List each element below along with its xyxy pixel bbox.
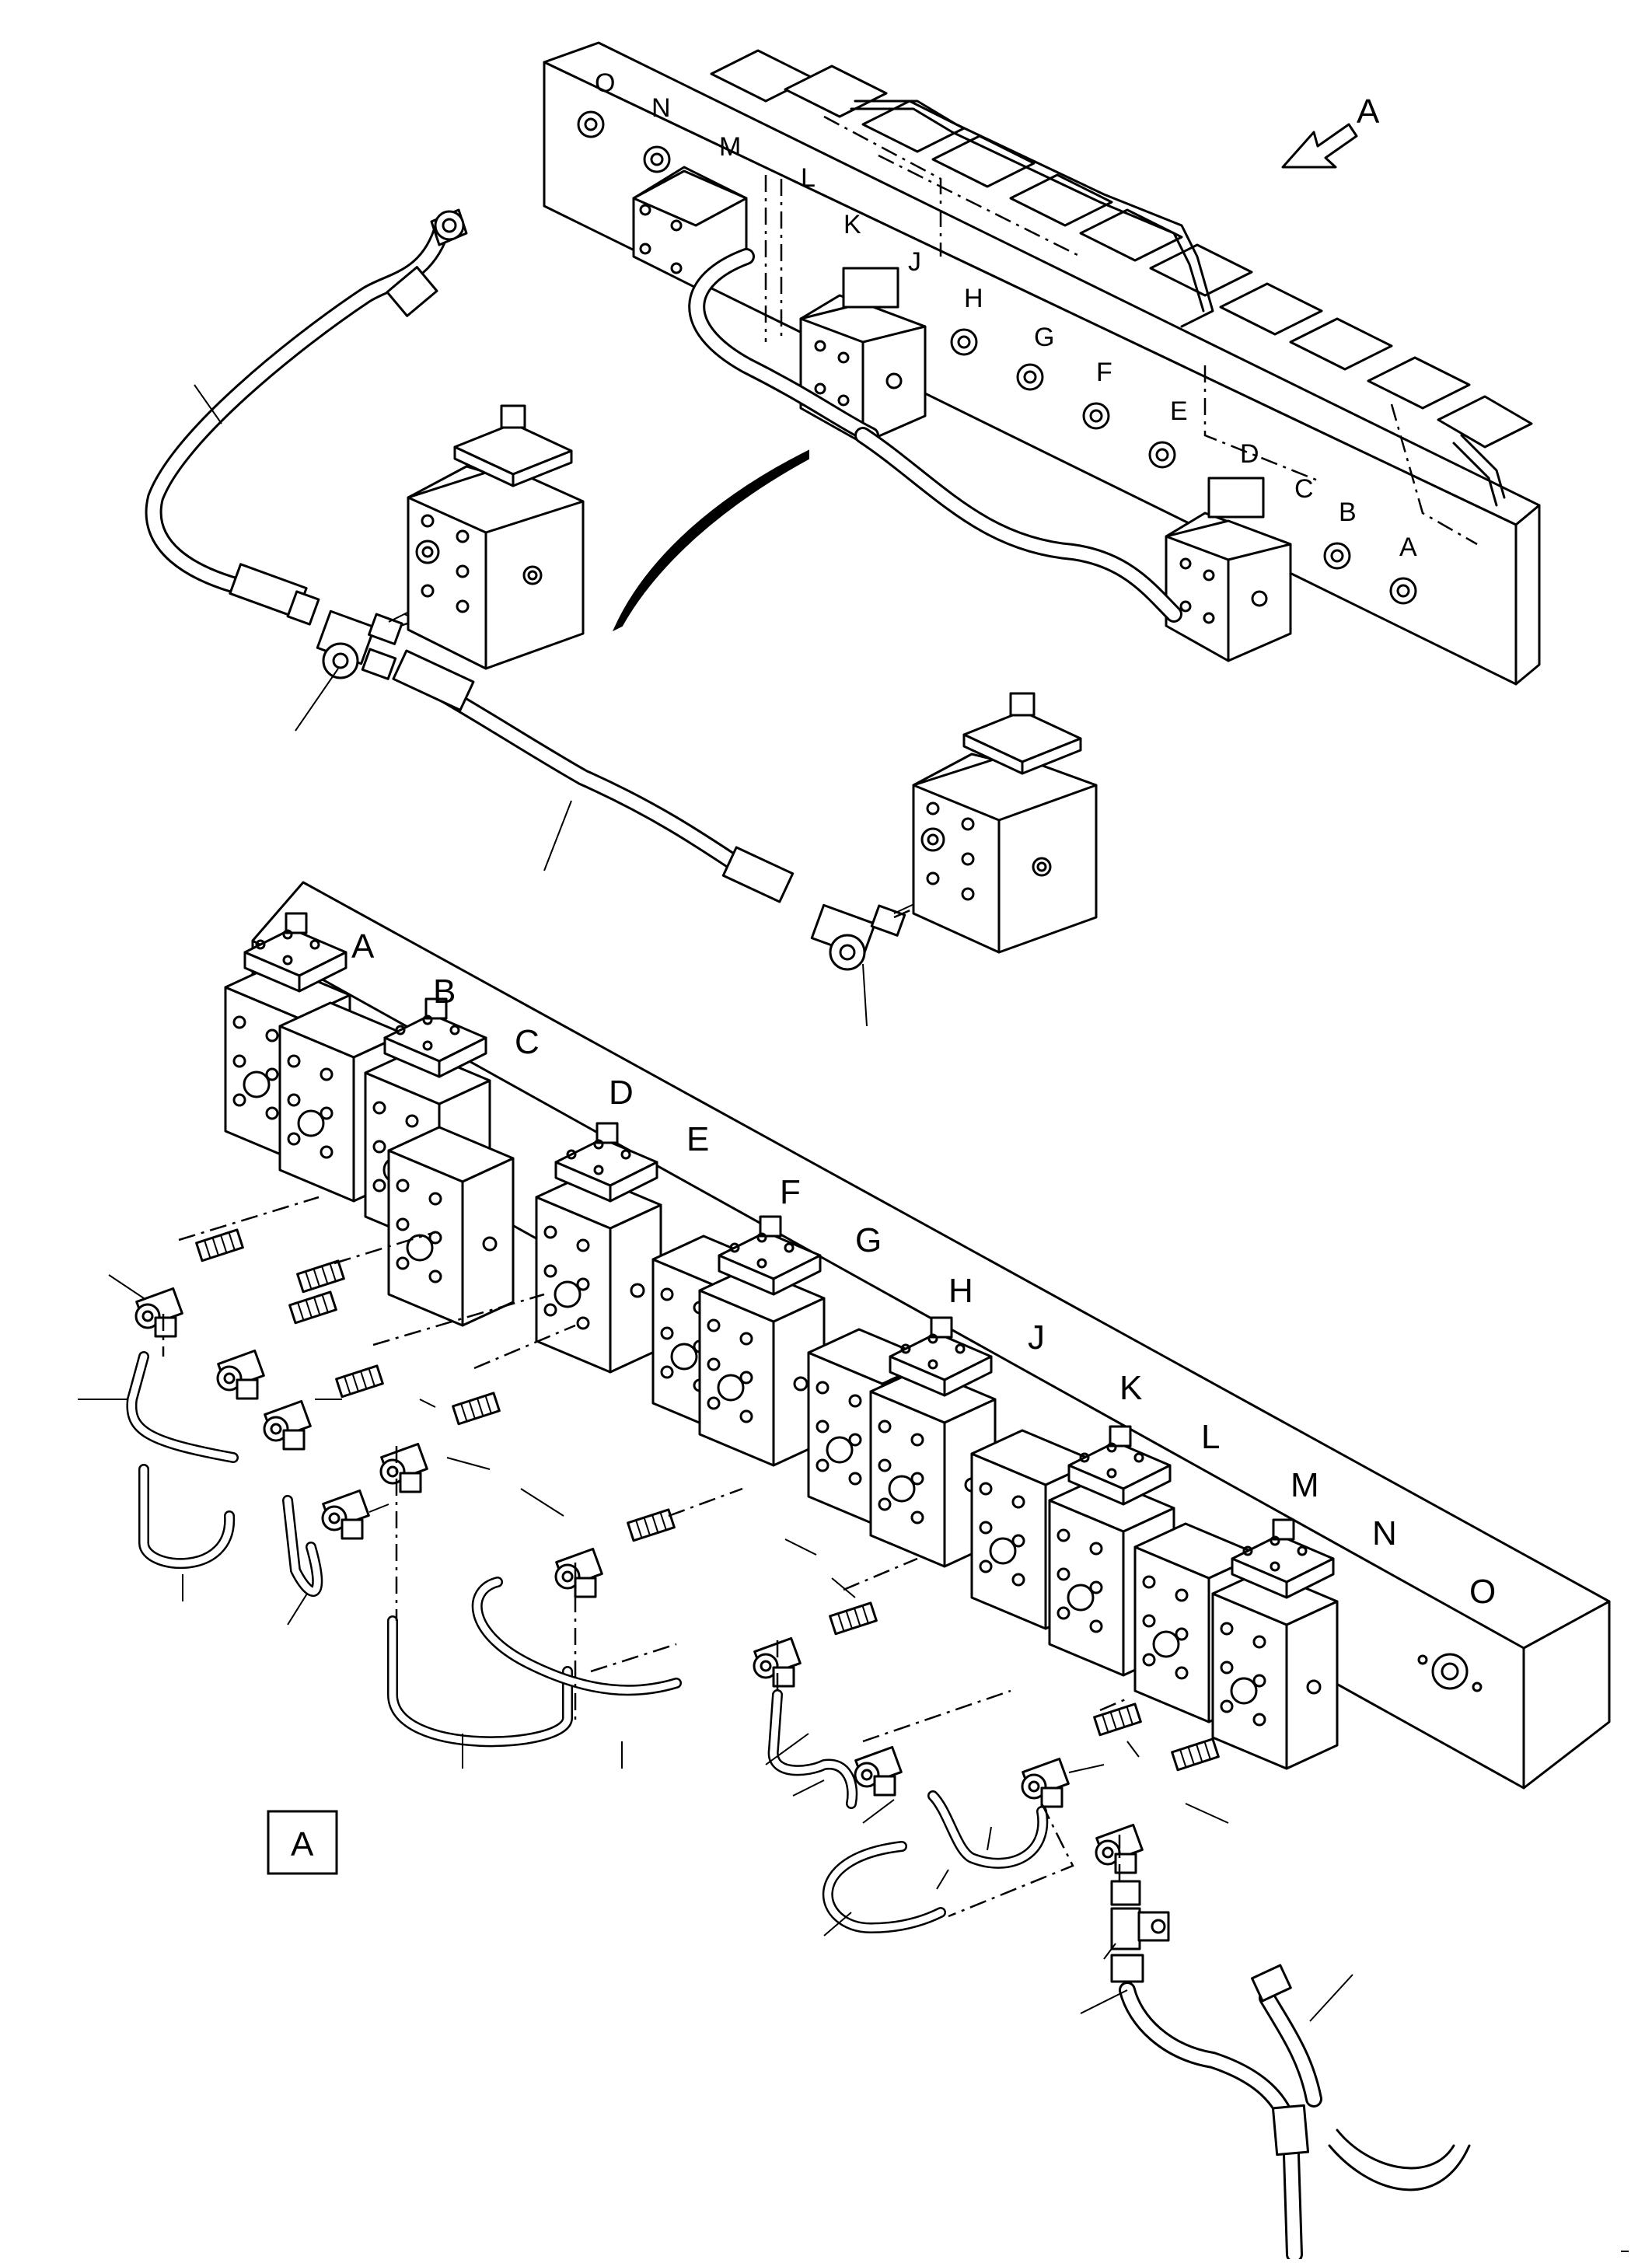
top-label-c: C <box>1294 474 1314 504</box>
detail-tee-fitting <box>263 1399 312 1451</box>
detail-nipple-fitting <box>288 1290 337 1325</box>
detail-label-d: D <box>609 1074 634 1112</box>
tube-1 <box>126 1351 239 1463</box>
tube-6 <box>767 1689 858 1809</box>
tube-8 <box>823 1841 946 1933</box>
top-label-a: A <box>1399 533 1417 562</box>
view-arrow-label: A <box>1357 93 1380 131</box>
top-label-k: K <box>843 210 861 239</box>
elbow-fitting <box>810 903 906 971</box>
detail-label-e: E <box>686 1120 709 1158</box>
detail-tee-fitting <box>216 1349 265 1400</box>
detail-nipple-fitting <box>1171 1737 1220 1772</box>
detail-nipple-fitting <box>452 1392 501 1426</box>
detail-label-a: A <box>351 927 375 966</box>
detail-label-k: K <box>1119 1369 1142 1407</box>
detail-label-l: L <box>1201 1418 1220 1456</box>
detail-label-g: G <box>855 1221 882 1259</box>
tube-5 <box>471 1577 682 1696</box>
top-valve-labels: O N M L K J H G F E D C B A <box>595 68 1417 562</box>
top-label-j: J <box>908 247 921 277</box>
top-label-m: M <box>719 132 741 162</box>
top-valve-blocks <box>710 49 1533 449</box>
top-label-e: E <box>1170 396 1188 426</box>
top-label-b: B <box>1339 498 1357 527</box>
detail-nipple-fitting <box>627 1508 676 1542</box>
explode-arrow-icon <box>612 449 809 632</box>
detail-valve-module <box>1211 1518 1339 1770</box>
top-manifold-front-face <box>543 61 1518 686</box>
detail-nipple-fitting <box>296 1259 345 1294</box>
detail-valve-module <box>387 1126 515 1327</box>
top-label-o: O <box>595 68 615 98</box>
detail-tee-fitting <box>854 1745 903 1797</box>
detail-reference-box: A <box>267 1810 338 1875</box>
hose-upper-end-fitting <box>229 208 468 626</box>
detail-valve-labels: A B C D E F G H J K L M N O <box>351 927 1496 1611</box>
top-block-d <box>1165 477 1292 662</box>
exploded-valve-block-2 <box>912 692 1098 954</box>
top-label-f: F <box>1096 358 1112 387</box>
tube-4 <box>387 1615 573 1748</box>
detail-piping <box>78 1196 1471 2263</box>
exploded-valve-block-1 <box>407 404 585 670</box>
detail-tee-fitting <box>379 1442 428 1493</box>
detail-label-h: H <box>948 1272 973 1310</box>
detail-tee-fitting <box>554 1547 603 1598</box>
detail-valve-bank <box>224 881 1611 1790</box>
detail-reference-label: A <box>291 1825 314 1863</box>
detail-label-c: C <box>515 1023 540 1061</box>
view-arrow-a: A <box>1281 93 1380 169</box>
top-label-l: L <box>801 163 816 193</box>
detail-fittings <box>134 1228 1220 1874</box>
detail-nipple-fitting <box>829 1601 878 1636</box>
tee-fitting <box>316 609 403 680</box>
detail-label-f: F <box>780 1173 801 1211</box>
top-valve-bank <box>543 41 1541 686</box>
detail-valve-module <box>535 1122 662 1374</box>
top-manifold-ports <box>577 110 1417 605</box>
detail-tee-fitting <box>1021 1757 1070 1808</box>
detail-label-m: M <box>1291 1466 1319 1504</box>
top-label-d: D <box>1240 439 1259 469</box>
detail-label-o: O <box>1469 1573 1496 1611</box>
top-label-g: G <box>1034 323 1054 352</box>
top-label-h: H <box>964 284 983 313</box>
detail-nipple-fitting <box>335 1364 384 1399</box>
detail-label-j: J <box>1028 1318 1045 1357</box>
detail-label-n: N <box>1372 1514 1397 1552</box>
detail-tee-fitting <box>134 1287 183 1338</box>
detail-tee-stack <box>1110 1880 1170 1950</box>
detail-valve-blocks <box>224 912 1339 1770</box>
top-block-k <box>632 166 748 289</box>
detail-label-b: B <box>433 973 456 1011</box>
detail-nipple-fitting <box>1093 1702 1142 1737</box>
top-label-n: N <box>651 93 671 123</box>
exploded-hose-assembly <box>145 208 957 1027</box>
detail-tee-fitting <box>321 1489 370 1540</box>
top-manifold-end-face <box>1514 504 1541 686</box>
detail-nipple-fitting <box>195 1228 244 1262</box>
view-arrow-icon <box>1281 123 1358 169</box>
